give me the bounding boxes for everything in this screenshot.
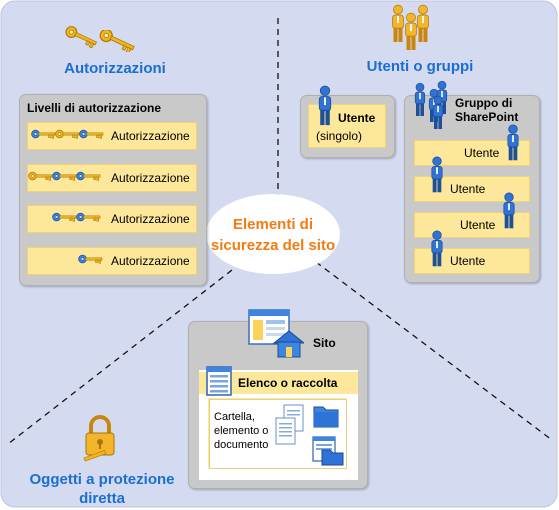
divider-left	[7, 269, 233, 445]
key-icon	[55, 127, 81, 141]
oggetti-title-line2: diretta	[79, 490, 125, 507]
person-icon	[414, 4, 432, 44]
lock-icon	[83, 415, 115, 462]
permission-levels-title: Livelli di autorizzazione	[27, 101, 162, 115]
list-label: Elenco o raccolta	[238, 376, 338, 390]
sharepoint-group-title: Gruppo di SharePoint	[455, 96, 518, 124]
document-icon	[275, 404, 304, 445]
key-icon	[98, 30, 138, 52]
person-icon	[428, 230, 446, 268]
key-icon	[31, 127, 57, 141]
center-label-line2: sicurezza del sito	[210, 237, 336, 254]
list-folder-icon	[312, 436, 344, 466]
group-user-label: Utente	[450, 254, 486, 268]
list-icon	[206, 366, 232, 396]
sharepoint-group-title-line2: SharePoint	[455, 110, 519, 124]
group-user-label: Utente	[460, 218, 496, 232]
person-icon	[315, 85, 335, 127]
permission-label: Autorizzazione	[111, 171, 190, 185]
autorizzazioni-title: Autorizzazioni	[64, 60, 166, 77]
group-user-label: Utente	[450, 182, 486, 196]
site-label: Sito	[313, 336, 336, 350]
key-icon	[76, 169, 102, 183]
key-icon	[52, 169, 78, 183]
utenti-title: Utenti o gruppi	[366, 58, 474, 75]
key-icon	[78, 252, 104, 266]
single-user-title: Utente	[338, 111, 376, 125]
folder-icon	[313, 406, 339, 428]
oggetti-title: Oggetti a protezione diretta	[12, 470, 192, 508]
item-label: Cartella, elemento o documento	[214, 410, 268, 452]
key-icon	[28, 169, 54, 183]
permission-level-row	[27, 122, 197, 150]
permission-label: Autorizzazione	[111, 129, 190, 143]
permission-label: Autorizzazione	[111, 254, 190, 268]
item-label-line2: elemento o	[214, 425, 269, 437]
person-icon	[428, 156, 446, 194]
center-oval	[206, 194, 340, 274]
center-label-line1: Elementi di	[232, 216, 314, 233]
key-icon	[64, 26, 100, 48]
person-icon	[504, 124, 522, 162]
person-icon	[430, 95, 446, 131]
key-icon	[79, 127, 105, 141]
group-user-label: Utente	[464, 146, 500, 160]
key-icon	[76, 210, 102, 224]
list-header-row	[199, 372, 358, 394]
permission-label: Autorizzazione	[111, 212, 190, 226]
person-icon	[500, 192, 518, 230]
oggetti-title-line1: Oggetti a protezione	[29, 471, 175, 488]
item-label-line3: documento	[214, 439, 269, 451]
key-icon	[52, 210, 78, 224]
center-label: Elementi di sicurezza del sito	[206, 214, 340, 256]
divider-right	[315, 261, 553, 441]
single-user-subtitle: (singolo)	[316, 129, 363, 143]
website-icon	[248, 309, 304, 358]
sharepoint-group-title-line1: Gruppo di	[455, 96, 513, 110]
item-label-line1: Cartella,	[214, 411, 255, 423]
permission-level-row	[27, 247, 197, 275]
